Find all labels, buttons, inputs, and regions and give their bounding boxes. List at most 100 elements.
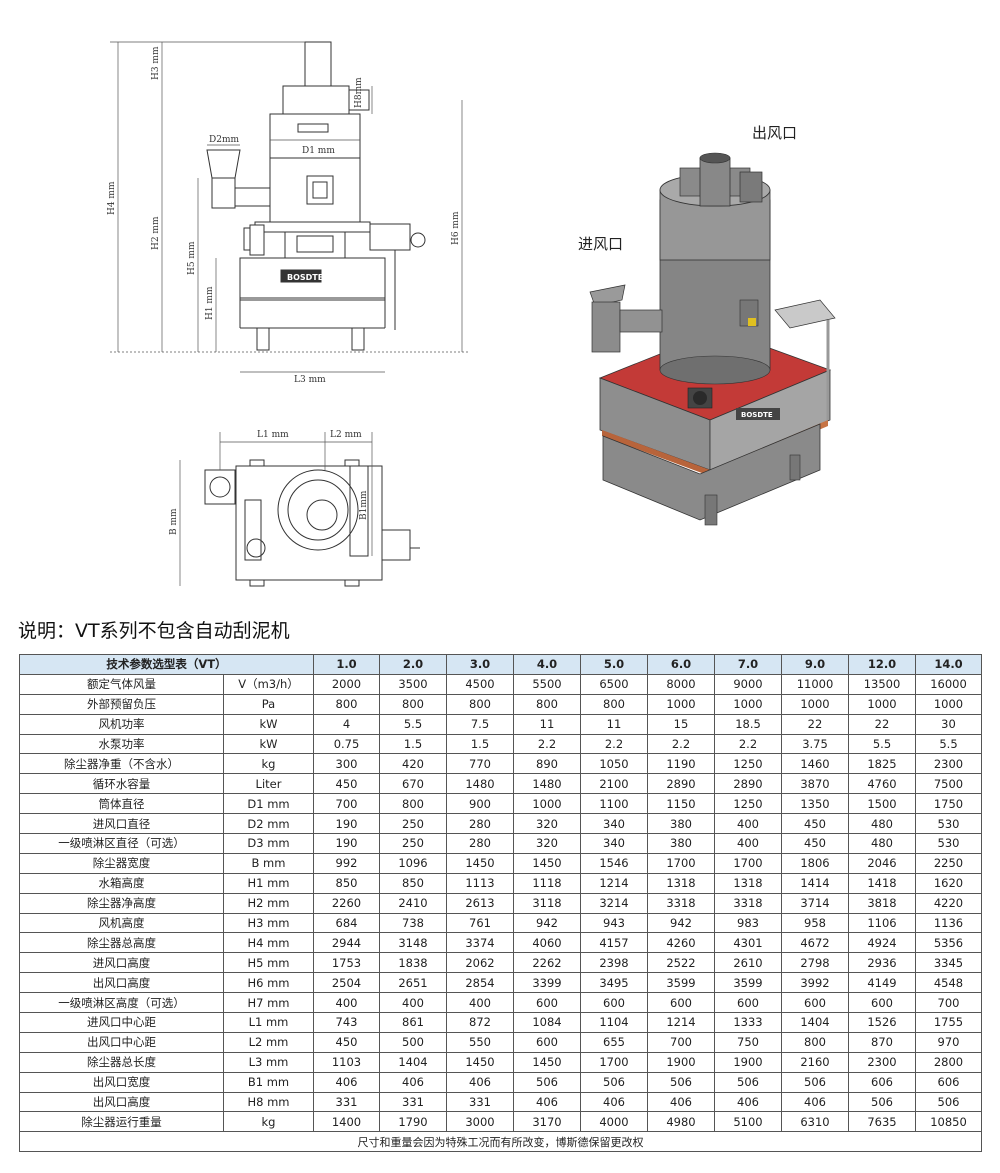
value-cell: 2944: [313, 932, 380, 954]
front-dimension-lines: [110, 41, 470, 373]
value-cell: 1250: [714, 793, 782, 815]
front-elevation-drawing: [206, 41, 426, 351]
value-cell: 1.5: [379, 733, 447, 755]
value-cell: 1750: [915, 793, 982, 815]
param-name-cell: 进风口直径: [19, 813, 224, 835]
value-cell: 1333: [714, 1012, 782, 1033]
param-unit-cell: D2 mm: [223, 813, 314, 835]
value-cell: 1526: [848, 1012, 916, 1033]
value-cell: 506: [580, 1071, 648, 1093]
value-cell: 1806: [781, 852, 849, 874]
value-cell: 3148: [379, 932, 447, 954]
param-unit-cell: H7 mm: [223, 992, 314, 1014]
value-cell: 7.5: [446, 713, 514, 735]
value-cell: 406: [714, 1091, 782, 1113]
value-cell: 2504: [313, 972, 380, 994]
value-cell: 3170: [513, 1111, 581, 1133]
value-cell: 890: [513, 753, 581, 775]
value-cell: 1450: [446, 1051, 514, 1073]
value-cell: 2.2: [513, 733, 581, 755]
value-cell: 1190: [647, 753, 715, 775]
value-cell: 4672: [781, 932, 849, 954]
param-name-cell: 除尘器净高度: [19, 892, 224, 914]
value-cell: 380: [647, 833, 715, 854]
value-cell: 500: [379, 1031, 447, 1053]
value-cell: 450: [781, 833, 849, 854]
value-cell: 3714: [781, 892, 849, 914]
value-cell: 2260: [313, 892, 380, 914]
value-cell: 450: [781, 813, 849, 835]
dim-d2: D2mm: [209, 135, 239, 145]
dim-h2: H2 mm: [151, 216, 161, 250]
value-cell: 600: [580, 992, 648, 1014]
value-cell: 1250: [714, 753, 782, 775]
value-cell: 2854: [446, 972, 514, 994]
value-cell: 800: [379, 693, 447, 715]
value-cell: 3500: [379, 673, 447, 695]
param-name-cell: 外部预留负压: [19, 693, 224, 715]
dim-h5: H5 mm: [187, 241, 197, 275]
value-cell: 10850: [915, 1111, 982, 1133]
model-header: 7.0: [714, 654, 782, 675]
value-cell: 4301: [714, 932, 782, 954]
model-header: 6.0: [647, 654, 715, 675]
value-cell: 2798: [781, 952, 849, 974]
value-cell: 3495: [580, 972, 648, 994]
value-cell: 2890: [714, 773, 782, 795]
value-cell: 942: [647, 912, 715, 934]
value-cell: 992: [313, 852, 380, 874]
value-cell: 4157: [580, 932, 648, 954]
value-cell: 340: [580, 813, 648, 835]
value-cell: 340: [580, 833, 648, 854]
value-cell: 1900: [714, 1051, 782, 1073]
value-cell: 1700: [580, 1051, 648, 1073]
dim-l3: L3 mm: [294, 375, 326, 385]
value-cell: 7500: [915, 773, 982, 795]
value-cell: 606: [915, 1071, 982, 1093]
param-unit-cell: H1 mm: [223, 872, 314, 894]
value-cell: 7635: [848, 1111, 916, 1133]
value-cell: 406: [580, 1091, 648, 1113]
value-cell: 800: [580, 693, 648, 715]
value-cell: 600: [781, 992, 849, 1014]
value-cell: 400: [446, 992, 514, 1014]
value-cell: 506: [714, 1071, 782, 1093]
param-unit-cell: H4 mm: [223, 932, 314, 954]
value-cell: 1900: [647, 1051, 715, 1073]
value-cell: 872: [446, 1012, 514, 1033]
value-cell: 2100: [580, 773, 648, 795]
value-cell: 3992: [781, 972, 849, 994]
value-cell: 1084: [513, 1012, 581, 1033]
value-cell: 684: [313, 912, 380, 934]
value-cell: 190: [313, 813, 380, 835]
value-cell: 1500: [848, 793, 916, 815]
value-cell: 331: [446, 1091, 514, 1113]
param-unit-cell: kW: [223, 733, 314, 755]
value-cell: 1404: [379, 1051, 447, 1073]
iso-logo: BOSDTE: [741, 411, 773, 419]
model-header: 9.0: [781, 654, 849, 675]
value-cell: 450: [313, 773, 380, 795]
param-name-cell: 一级喷淋区高度（可选）: [19, 992, 224, 1014]
param-name-cell: 出风口高度: [19, 1091, 224, 1113]
value-cell: 1418: [848, 872, 916, 894]
spec-footer-row: 尺寸和重量会因为特殊工况而有所改变，博斯德保留更改权: [19, 1131, 982, 1153]
value-cell: 600: [513, 992, 581, 1014]
value-cell: 1450: [513, 852, 581, 874]
model-header: 5.0: [580, 654, 648, 675]
value-cell: 1050: [580, 753, 648, 775]
value-cell: 4000: [580, 1111, 648, 1133]
value-cell: 3870: [781, 773, 849, 795]
value-cell: 1753: [313, 952, 380, 974]
